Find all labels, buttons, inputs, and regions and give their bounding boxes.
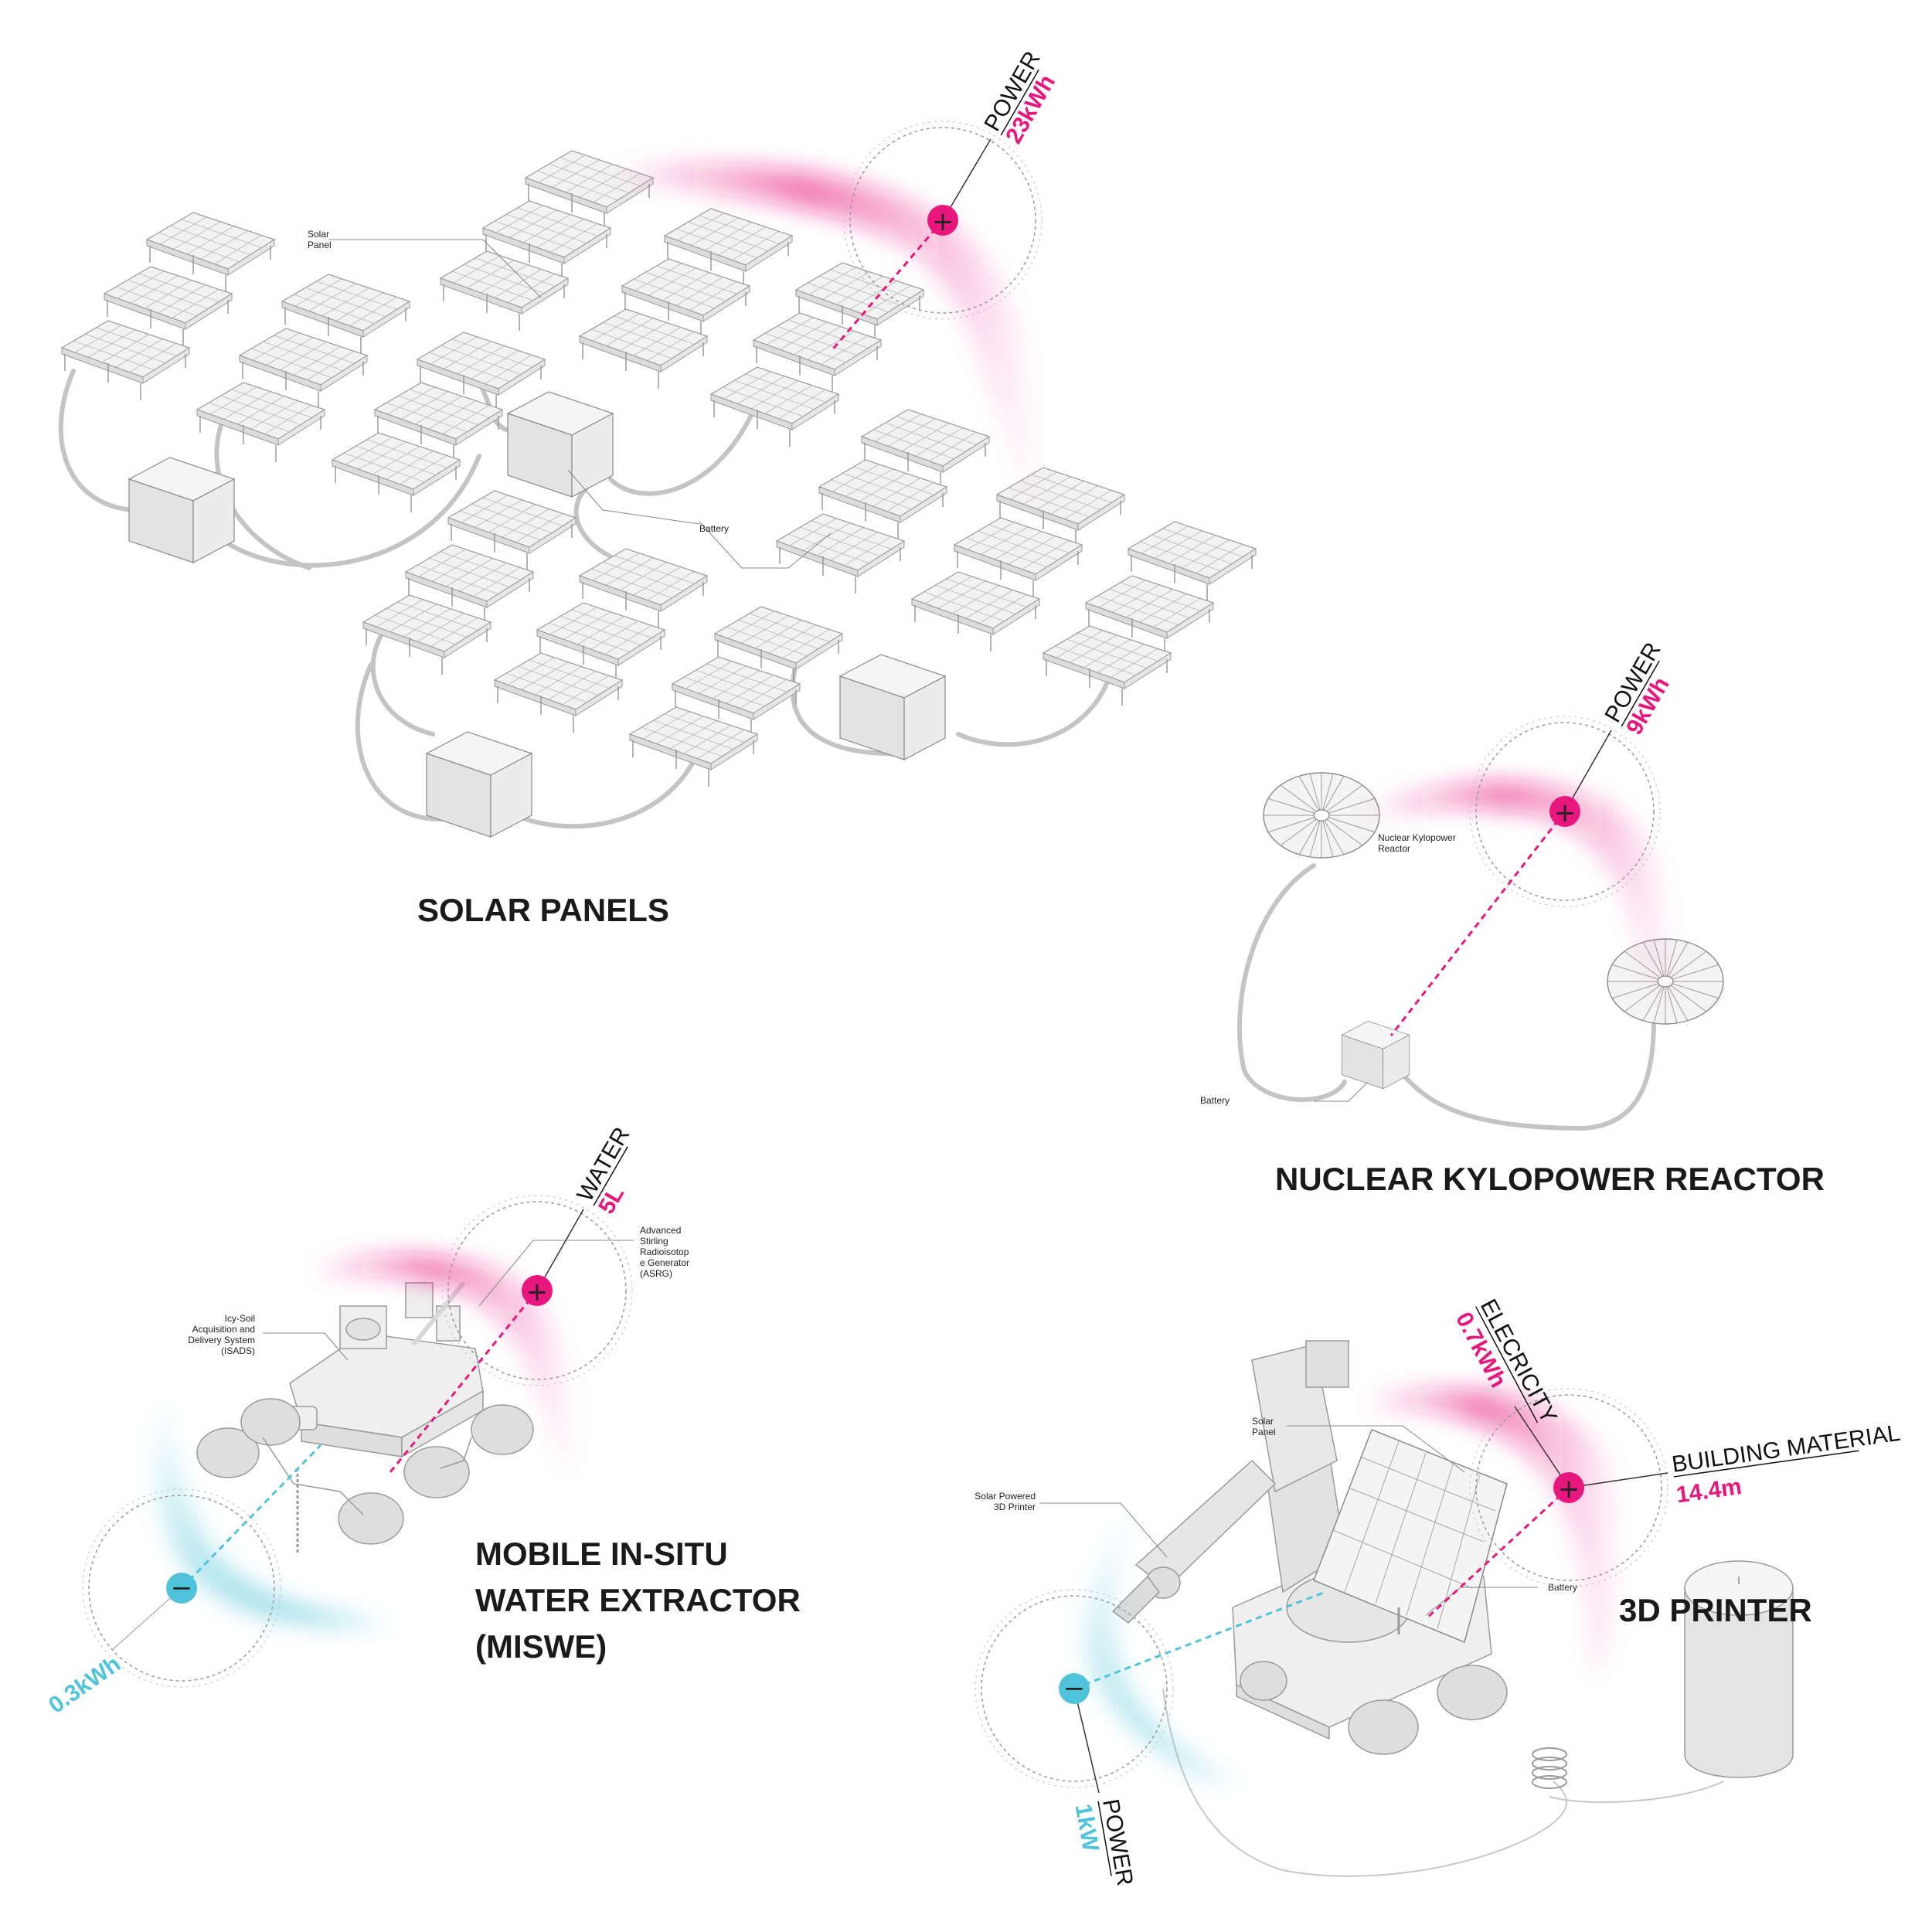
printer-battery-label: Battery <box>1548 1582 1577 1593</box>
nuclear-cables <box>1237 863 1656 1131</box>
miswe-input-value: 0.3kWh <box>44 1651 125 1718</box>
nuclear-output-flow <box>1360 781 1676 1028</box>
miswe-output-flow <box>309 1253 577 1488</box>
solar-panel-array <box>61 150 1257 787</box>
minus-icon <box>1059 1673 1090 1704</box>
plus-icon <box>927 205 958 236</box>
printer-input-name: POWER <box>1097 1797 1138 1887</box>
nuclear-title: NUCLEAR KYLOPOWER REACTOR <box>1275 1161 1825 1197</box>
battery-blocks <box>128 391 946 838</box>
solar-output-flow <box>611 162 1042 541</box>
printer-callouts <box>1039 1425 1538 1616</box>
printer-input-flow <box>1084 1503 1236 1785</box>
printer-output-node: + ELECRICITY 0.7kWh BUILDING MATERIAL 14… <box>1424 1295 1902 1621</box>
nuclear-battery-label: Battery <box>1200 1095 1230 1106</box>
solar-title: SOLAR PANELS <box>417 892 669 928</box>
miswe-input-flow <box>155 1391 386 1626</box>
printer-material-value: 14.4m <box>1675 1474 1743 1509</box>
svg-text:−: − <box>1063 1673 1086 1704</box>
printer-output-flow <box>1360 1388 1625 1677</box>
solar-battery-label: Battery <box>699 523 729 534</box>
miswe-rover <box>196 1281 534 1553</box>
solar-callouts <box>328 239 832 569</box>
printer-cables <box>1162 1688 1724 1877</box>
minus-icon <box>166 1573 197 1604</box>
svg-text:+: + <box>526 1277 549 1308</box>
miswe-callouts <box>263 1240 634 1361</box>
svg-text:+: + <box>1554 798 1577 828</box>
printer-input-value: 1kW <box>1070 1802 1104 1854</box>
nuclear-battery <box>1341 1020 1410 1090</box>
printer-title: 3D PRINTER <box>1619 1592 1812 1628</box>
material-silo <box>1684 1560 1794 1778</box>
printer-material-name: BUILDING MATERIAL <box>1670 1420 1902 1478</box>
plus-icon <box>1549 796 1580 827</box>
plus-icon <box>1553 1472 1584 1503</box>
nuclear-callouts <box>1314 1081 1369 1102</box>
svg-text:+: + <box>932 206 954 237</box>
plus-icon <box>522 1275 553 1306</box>
svg-text:−: − <box>171 1573 193 1604</box>
printing-coil <box>1532 1747 1567 1789</box>
svg-text:+: + <box>1558 1474 1580 1505</box>
